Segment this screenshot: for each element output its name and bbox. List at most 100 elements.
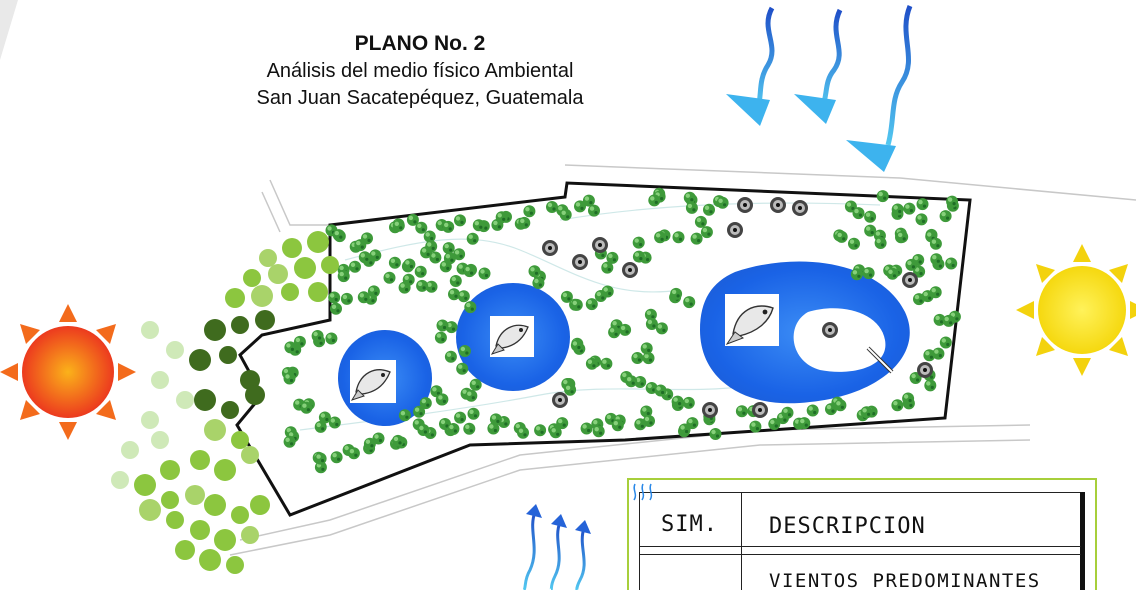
tree-icon bbox=[469, 378, 482, 391]
tree-icon bbox=[466, 232, 479, 245]
road-lines bbox=[229, 164, 1136, 556]
tree-icon bbox=[439, 260, 452, 273]
tree-icon bbox=[798, 417, 811, 430]
shrub-icon bbox=[552, 392, 568, 408]
tree-icon bbox=[945, 257, 958, 270]
lime-tree-icon bbox=[190, 450, 210, 470]
tree-icon bbox=[625, 375, 638, 388]
lime-tree-icon bbox=[219, 346, 237, 364]
tree-icon bbox=[672, 231, 685, 244]
tree-icon bbox=[749, 420, 762, 433]
lime-tree-icon bbox=[231, 431, 249, 449]
wind-arrows-icon bbox=[633, 483, 653, 501]
tree-icon bbox=[467, 407, 480, 420]
wind-arrow-icon bbox=[846, 5, 913, 172]
tree-icon bbox=[398, 281, 411, 294]
lime-tree-icon bbox=[255, 310, 275, 330]
tree-icon bbox=[942, 314, 955, 327]
shrub-soft-icon bbox=[151, 371, 169, 389]
tree-icon bbox=[436, 393, 449, 406]
tree-icon bbox=[388, 256, 401, 269]
tree-icon bbox=[852, 207, 865, 220]
tree-icon bbox=[683, 191, 696, 204]
shrub-soft-icon bbox=[141, 321, 159, 339]
shrub-soft-icon bbox=[166, 341, 184, 359]
shrub-icon bbox=[752, 402, 768, 418]
shrub-soft-icon bbox=[111, 471, 129, 489]
tree-icon bbox=[489, 413, 502, 426]
tree-icon bbox=[594, 290, 607, 302]
lime-tree-icon bbox=[251, 285, 273, 307]
tree-icon bbox=[414, 265, 427, 278]
tree-icon bbox=[458, 345, 471, 357]
tree-icon bbox=[357, 291, 370, 304]
lime-tree-icon bbox=[204, 419, 226, 441]
tree-icon bbox=[903, 202, 916, 215]
tree-icon bbox=[848, 237, 860, 250]
tree-icon bbox=[946, 195, 959, 208]
tree-icon bbox=[311, 330, 324, 342]
tree-icon bbox=[369, 249, 382, 262]
tree-icon bbox=[284, 341, 297, 354]
lime-tree-icon bbox=[189, 349, 211, 371]
tree-icon bbox=[463, 265, 476, 278]
tree-icon bbox=[340, 292, 353, 305]
plan-number: PLANO No. 2 bbox=[354, 32, 486, 55]
tree-icon bbox=[434, 331, 447, 344]
legend-header-description: DESCRIPCION bbox=[769, 514, 926, 539]
fish-icon bbox=[490, 316, 534, 357]
tree-icon bbox=[518, 216, 531, 229]
tree-icon bbox=[670, 287, 683, 300]
lime-tree-icon bbox=[241, 446, 259, 464]
tree-icon bbox=[860, 406, 873, 419]
tree-icon bbox=[930, 253, 943, 266]
tree-icon bbox=[654, 231, 667, 244]
pond-island bbox=[793, 308, 886, 372]
tree-icon bbox=[678, 423, 691, 436]
tree-icon bbox=[478, 267, 491, 280]
shrub-soft-icon bbox=[141, 411, 159, 429]
tree-icon bbox=[835, 230, 848, 243]
tree-icon bbox=[454, 411, 467, 424]
tree-icon bbox=[876, 190, 889, 203]
tree-icon bbox=[929, 237, 942, 250]
tree-icon bbox=[517, 426, 529, 439]
tree-icon bbox=[601, 261, 614, 274]
tree-icon bbox=[457, 290, 470, 303]
tree-icon bbox=[314, 452, 327, 465]
tree-icon bbox=[416, 279, 429, 292]
shrub-icon bbox=[902, 272, 918, 288]
tree-icon bbox=[902, 392, 915, 405]
tree-icon bbox=[417, 424, 430, 436]
tree-icon bbox=[671, 395, 684, 408]
tree-icon bbox=[449, 275, 462, 287]
shrub-icon bbox=[737, 197, 753, 213]
lime-tree-icon bbox=[294, 257, 316, 279]
tree-icon bbox=[600, 357, 613, 370]
shrub-icon bbox=[822, 322, 838, 338]
tree-icon bbox=[454, 214, 466, 227]
lime-tree-icon bbox=[166, 511, 184, 529]
tree-icon bbox=[640, 342, 653, 355]
tree-icon bbox=[570, 339, 583, 352]
tree-icon bbox=[924, 379, 937, 392]
tree-icon bbox=[464, 301, 477, 314]
tree-icon bbox=[806, 404, 819, 417]
lime-tree-icon bbox=[221, 401, 239, 419]
lime-tree-icon bbox=[199, 549, 221, 571]
fish-icon bbox=[350, 360, 396, 403]
lime-tree-icon bbox=[185, 485, 205, 505]
tree-icon bbox=[534, 424, 547, 437]
tree-icon bbox=[354, 239, 367, 252]
tree-icon bbox=[716, 196, 729, 209]
tree-icon bbox=[700, 226, 713, 239]
shrub-icon bbox=[702, 402, 718, 418]
tree-icon bbox=[611, 419, 624, 432]
tree-icon bbox=[632, 236, 645, 249]
shrub-icon bbox=[622, 262, 638, 278]
tree-icon bbox=[735, 405, 748, 418]
tree-icon bbox=[834, 399, 847, 412]
lime-tree-icon bbox=[190, 520, 210, 540]
shrub-soft-icon bbox=[121, 441, 139, 459]
